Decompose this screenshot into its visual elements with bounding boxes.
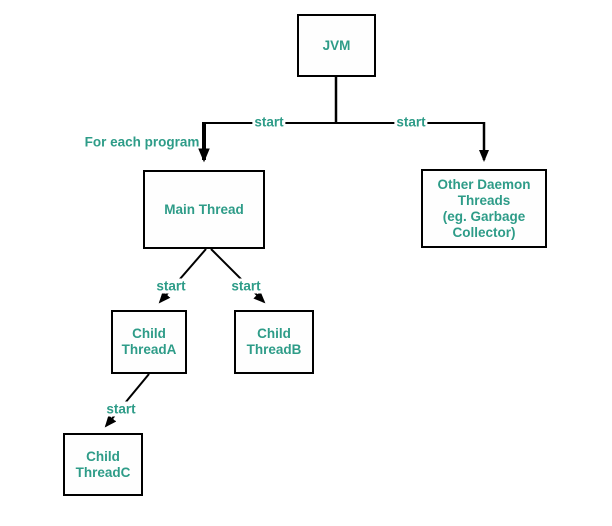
node-main-thread: Main Thread <box>143 170 265 249</box>
node-main-thread-label: Main Thread <box>164 201 244 217</box>
edge-label-for-each-program: For each program <box>84 134 200 150</box>
edge-label-start-daemon: start <box>394 114 428 130</box>
edge-label-start-main: start <box>252 114 286 130</box>
edge-label-start-child-b: start <box>229 278 263 294</box>
node-child-thread-b: Child ThreadB <box>234 310 314 374</box>
node-other-daemon-threads: Other Daemon Threads (eg. Garbage Collec… <box>421 169 547 248</box>
edge-label-start-child-c: start <box>104 401 138 417</box>
node-child-thread-a-label: Child ThreadA <box>121 326 177 357</box>
node-jvm: JVM <box>297 14 376 77</box>
node-child-thread-c: Child ThreadC <box>63 433 143 496</box>
edge-label-start-child-a: start <box>154 278 188 294</box>
node-other-daemon-threads-label: Other Daemon Threads (eg. Garbage Collec… <box>437 176 531 240</box>
node-child-thread-c-label: Child ThreadC <box>75 448 131 480</box>
node-child-thread-a: Child ThreadA <box>111 310 187 374</box>
node-jvm-label: JVM <box>322 37 351 53</box>
node-child-thread-b-label: Child ThreadB <box>246 326 302 357</box>
